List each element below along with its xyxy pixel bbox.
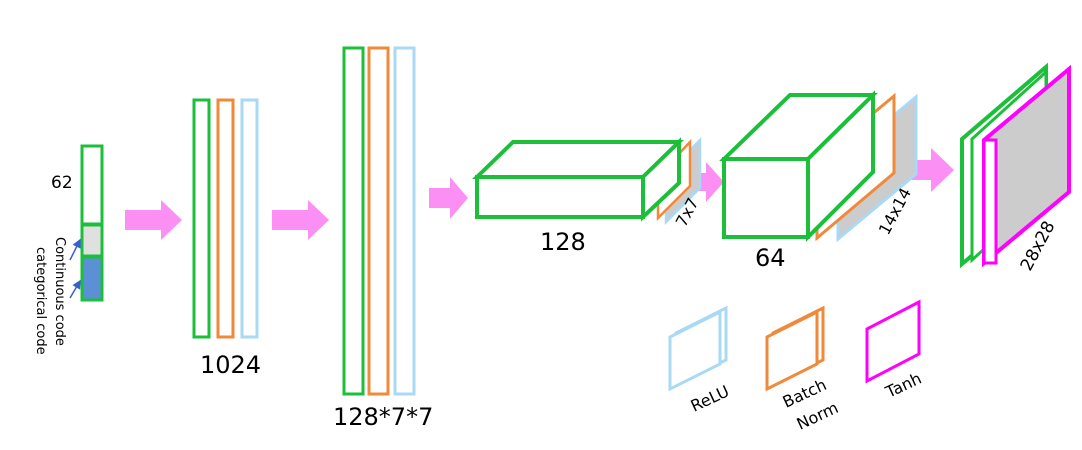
fc1-batchnorm-bar xyxy=(216,98,235,339)
legend-tanh-label: Tanh xyxy=(882,369,925,402)
fc2-batchnorm-bar xyxy=(367,46,390,396)
flow-arrow-4 xyxy=(688,162,724,202)
fc-layer-1024 xyxy=(192,98,259,339)
categorical-code-label: categorical code xyxy=(33,247,48,355)
legend-tanh-swatch xyxy=(865,299,921,384)
conv2-channels-label: 64 xyxy=(755,244,786,272)
input-dim-label: 62 xyxy=(51,173,73,193)
fc2-units-label: 128*7*7 xyxy=(333,403,433,431)
noise-segment xyxy=(80,144,104,226)
continuous-code-pointer xyxy=(69,238,81,261)
fc-layer-6272 xyxy=(342,46,416,396)
categorical-code-segment xyxy=(80,255,104,302)
tensor2-front-face xyxy=(722,157,810,239)
input-vector xyxy=(80,144,104,302)
output-image-28x28 xyxy=(960,62,1071,269)
continuous-code-segment xyxy=(80,223,104,258)
categorical-code-pointer xyxy=(69,279,81,299)
flow-arrow-1 xyxy=(125,200,182,240)
legend-relu: ReLU xyxy=(668,305,732,416)
fc2-relu-bar xyxy=(393,46,416,396)
legend-batchnorm-swatch xyxy=(765,309,819,392)
tensor1-front-face xyxy=(475,175,645,219)
legend-relu-swatch xyxy=(668,309,722,392)
legend-relu-label: ReLU xyxy=(688,381,732,415)
legend-tanh: Tanh xyxy=(865,299,925,402)
output-tanh-front-edge xyxy=(982,138,998,265)
fc1-units-label: 1024 xyxy=(200,351,261,379)
tensor-64x14x14 xyxy=(719,90,918,243)
tensor-128x7x7 xyxy=(472,136,702,226)
conv1-channels-label: 128 xyxy=(540,228,586,256)
legend-batchnorm: Batch Norm xyxy=(765,305,841,434)
continuous-code-label: Continuous code xyxy=(52,237,67,346)
fc1-linear-bar xyxy=(192,98,211,339)
fc2-linear-bar xyxy=(342,46,365,396)
flow-arrow-5 xyxy=(903,148,954,192)
fc1-relu-bar xyxy=(240,98,259,339)
flow-arrow-2 xyxy=(272,200,329,240)
legend: ReLU Batch Norm Tanh xyxy=(668,299,925,434)
flow-arrow-3 xyxy=(429,177,468,219)
